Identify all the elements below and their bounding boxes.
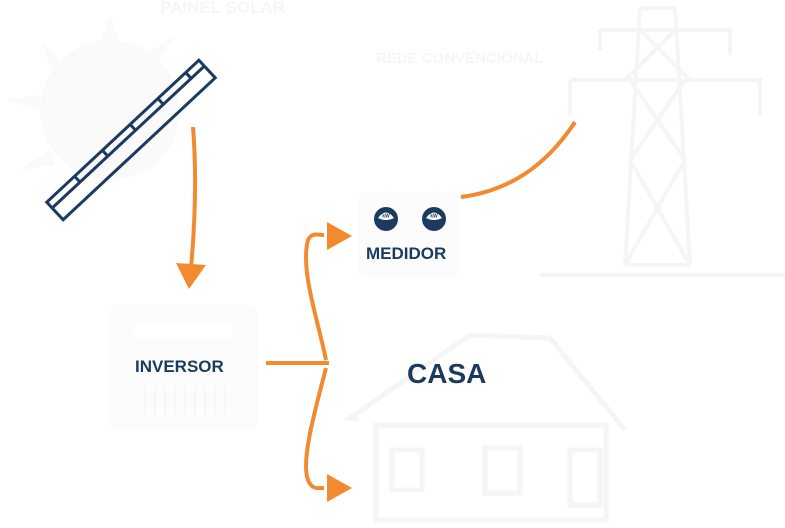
gauge-label: kW bbox=[382, 214, 390, 220]
arrow-panel-to-inverter bbox=[189, 126, 198, 269]
sun-icon bbox=[5, 15, 180, 180]
arrowhead-meter bbox=[327, 222, 352, 250]
arrowhead-house bbox=[327, 474, 352, 502]
arrowhead-inverter bbox=[176, 263, 206, 289]
house-icon bbox=[344, 332, 627, 523]
meter-icon: kW kW bbox=[374, 207, 446, 231]
solar-panel-icon bbox=[44, 58, 218, 222]
arrow-inverter-to-house bbox=[304, 367, 328, 491]
arrow-inverter-to-meter bbox=[304, 232, 328, 361]
line-meter-to-grid bbox=[460, 120, 577, 199]
solar-panel-label: PAINEL SOLAR bbox=[160, 0, 285, 17]
inverter-label: INVERSOR bbox=[135, 357, 224, 376]
transmission-tower-icon bbox=[540, 6, 785, 277]
meter-box bbox=[358, 192, 460, 277]
flow-arrows bbox=[189, 120, 577, 491]
grid-label: REDE CONVENCIONAL bbox=[376, 50, 544, 67]
gauge-label: kW bbox=[430, 214, 438, 220]
meter-label: MEDIDOR bbox=[366, 244, 447, 263]
inverter-icon bbox=[108, 305, 258, 430]
house-label: CASA bbox=[407, 358, 487, 389]
